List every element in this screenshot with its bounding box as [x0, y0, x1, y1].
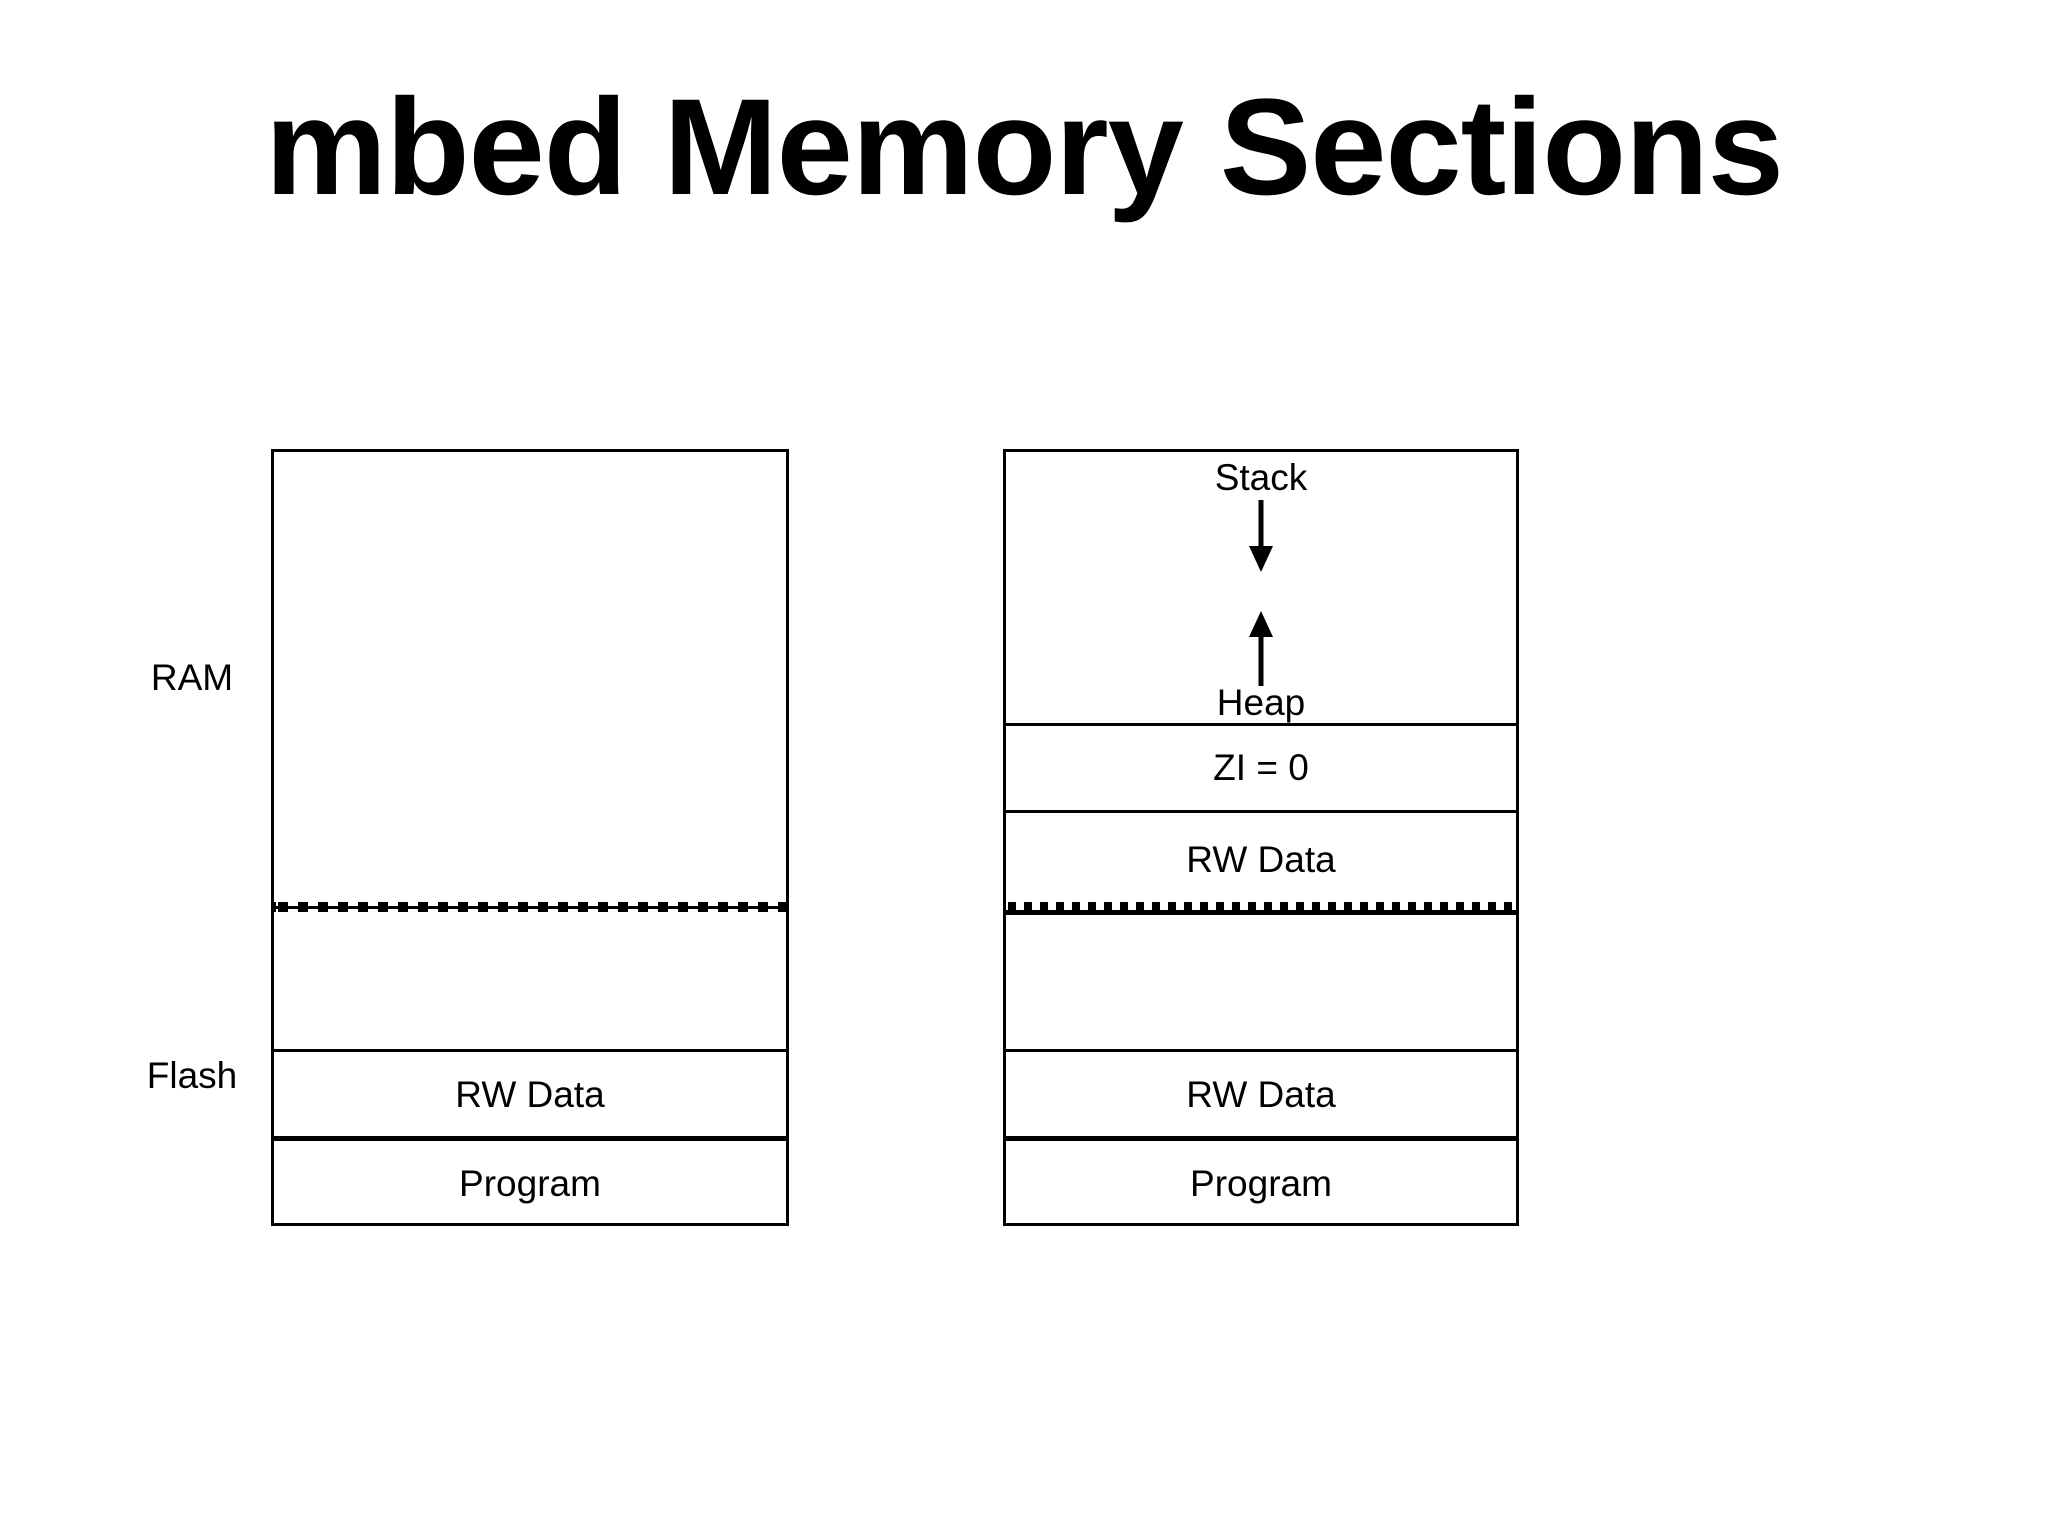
ram-flash-boundary-dashed-line [1006, 902, 1516, 915]
ram-label: RAM [150, 657, 234, 698]
right-program-label: Program [1190, 1163, 1332, 1204]
right-rw-data-upper-label: RW Data [1186, 839, 1336, 880]
left-program-label: Program [459, 1163, 601, 1204]
rw-data-top-divider-line [1006, 1049, 1516, 1052]
heap-zi-divider-line [1006, 723, 1516, 726]
ram-flash-boundary-dashed-line [274, 902, 786, 912]
stack-label: Stack [1214, 457, 1308, 498]
zi-label: ZI = 0 [1213, 747, 1309, 788]
rw-data-program-divider-line [1006, 1136, 1516, 1141]
page-title: mbed Memory Sections [265, 71, 1784, 224]
rw-data-top-divider-line [274, 1049, 786, 1052]
heap-grows-up-arrow-icon [1249, 611, 1273, 686]
flash-label: Flash [146, 1055, 238, 1096]
rw-data-program-divider-line [274, 1136, 786, 1141]
heap-label: Heap [1216, 682, 1306, 723]
right-rw-data-lower-label: RW Data [1186, 1074, 1336, 1115]
memory-map-right: Stack Heap ZI = 0 RW Data RW Data Progra… [1003, 449, 1519, 1226]
stack-grows-down-arrow-icon [1249, 500, 1273, 572]
zi-rw-divider-line [1006, 810, 1516, 813]
left-rw-data-label: RW Data [455, 1074, 605, 1115]
memory-map-left: RW Data Program [271, 449, 789, 1226]
